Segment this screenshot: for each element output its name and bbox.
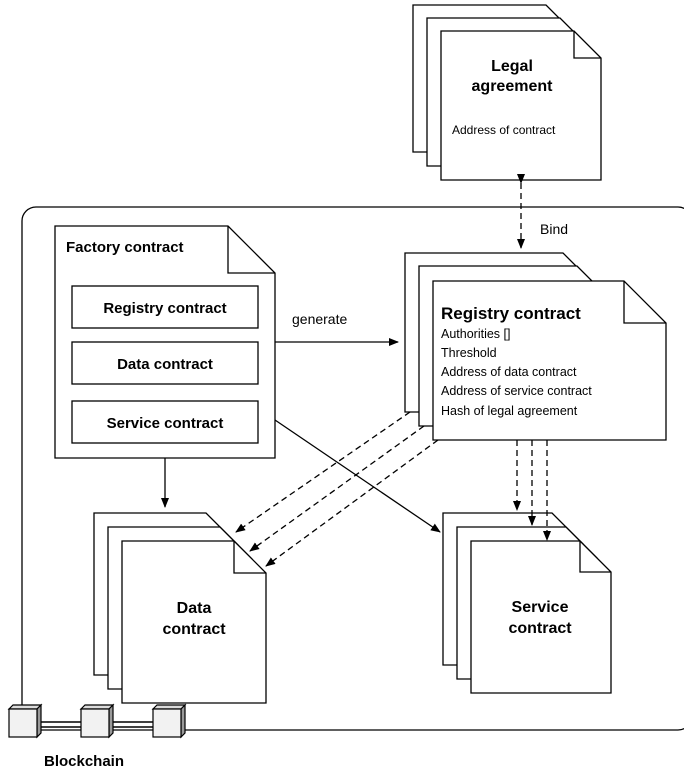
blockchain-label: Blockchain [44, 753, 124, 770]
factory-item-data-box [71, 341, 259, 385]
factory-item-service: Service contract [107, 415, 224, 432]
factory-item-registry-box [71, 285, 259, 329]
registry-field: Address of data contract [441, 365, 577, 379]
generate-label: generate [292, 311, 347, 327]
registry-to-data-arrow [265, 439, 439, 567]
data-contract-stack [93, 512, 267, 704]
blockchain-boundary [21, 206, 684, 731]
factory-to-service-arrow [274, 419, 441, 533]
factory-item-registry: Registry contract [103, 300, 226, 317]
data-contract-title: Data [177, 600, 212, 617]
factory-item-data: Data contract [117, 356, 213, 373]
service-contract-stack [442, 512, 612, 694]
registry-field: Hash of legal agreement [441, 404, 578, 418]
service-contract-title: contract [508, 620, 572, 637]
registry-field: Address of service contract [441, 384, 592, 398]
bind-label: Bind [540, 221, 568, 237]
legal-agreement-stack [412, 4, 602, 181]
registry-field: Authorities [] [441, 327, 510, 341]
registry-to-data-arrow [235, 411, 411, 533]
factory-contract-title: Factory contract [66, 239, 184, 256]
registry-contract-stack [404, 252, 667, 441]
legal-agreement-title: Legal [491, 58, 533, 75]
registry-field: Threshold [441, 346, 497, 360]
blockchain-icon [7, 703, 187, 739]
registry-to-data-arrow [249, 425, 425, 552]
factory-contract-fold [227, 226, 275, 274]
factory-item-service-box [71, 400, 259, 444]
service-contract-title: Service [512, 599, 569, 616]
legal-agreement-field: Address of contract [452, 123, 556, 137]
data-contract-title: contract [162, 621, 226, 638]
legal-agreement-title: agreement [472, 78, 554, 95]
registry-contract-title: Registry contract [441, 304, 581, 323]
